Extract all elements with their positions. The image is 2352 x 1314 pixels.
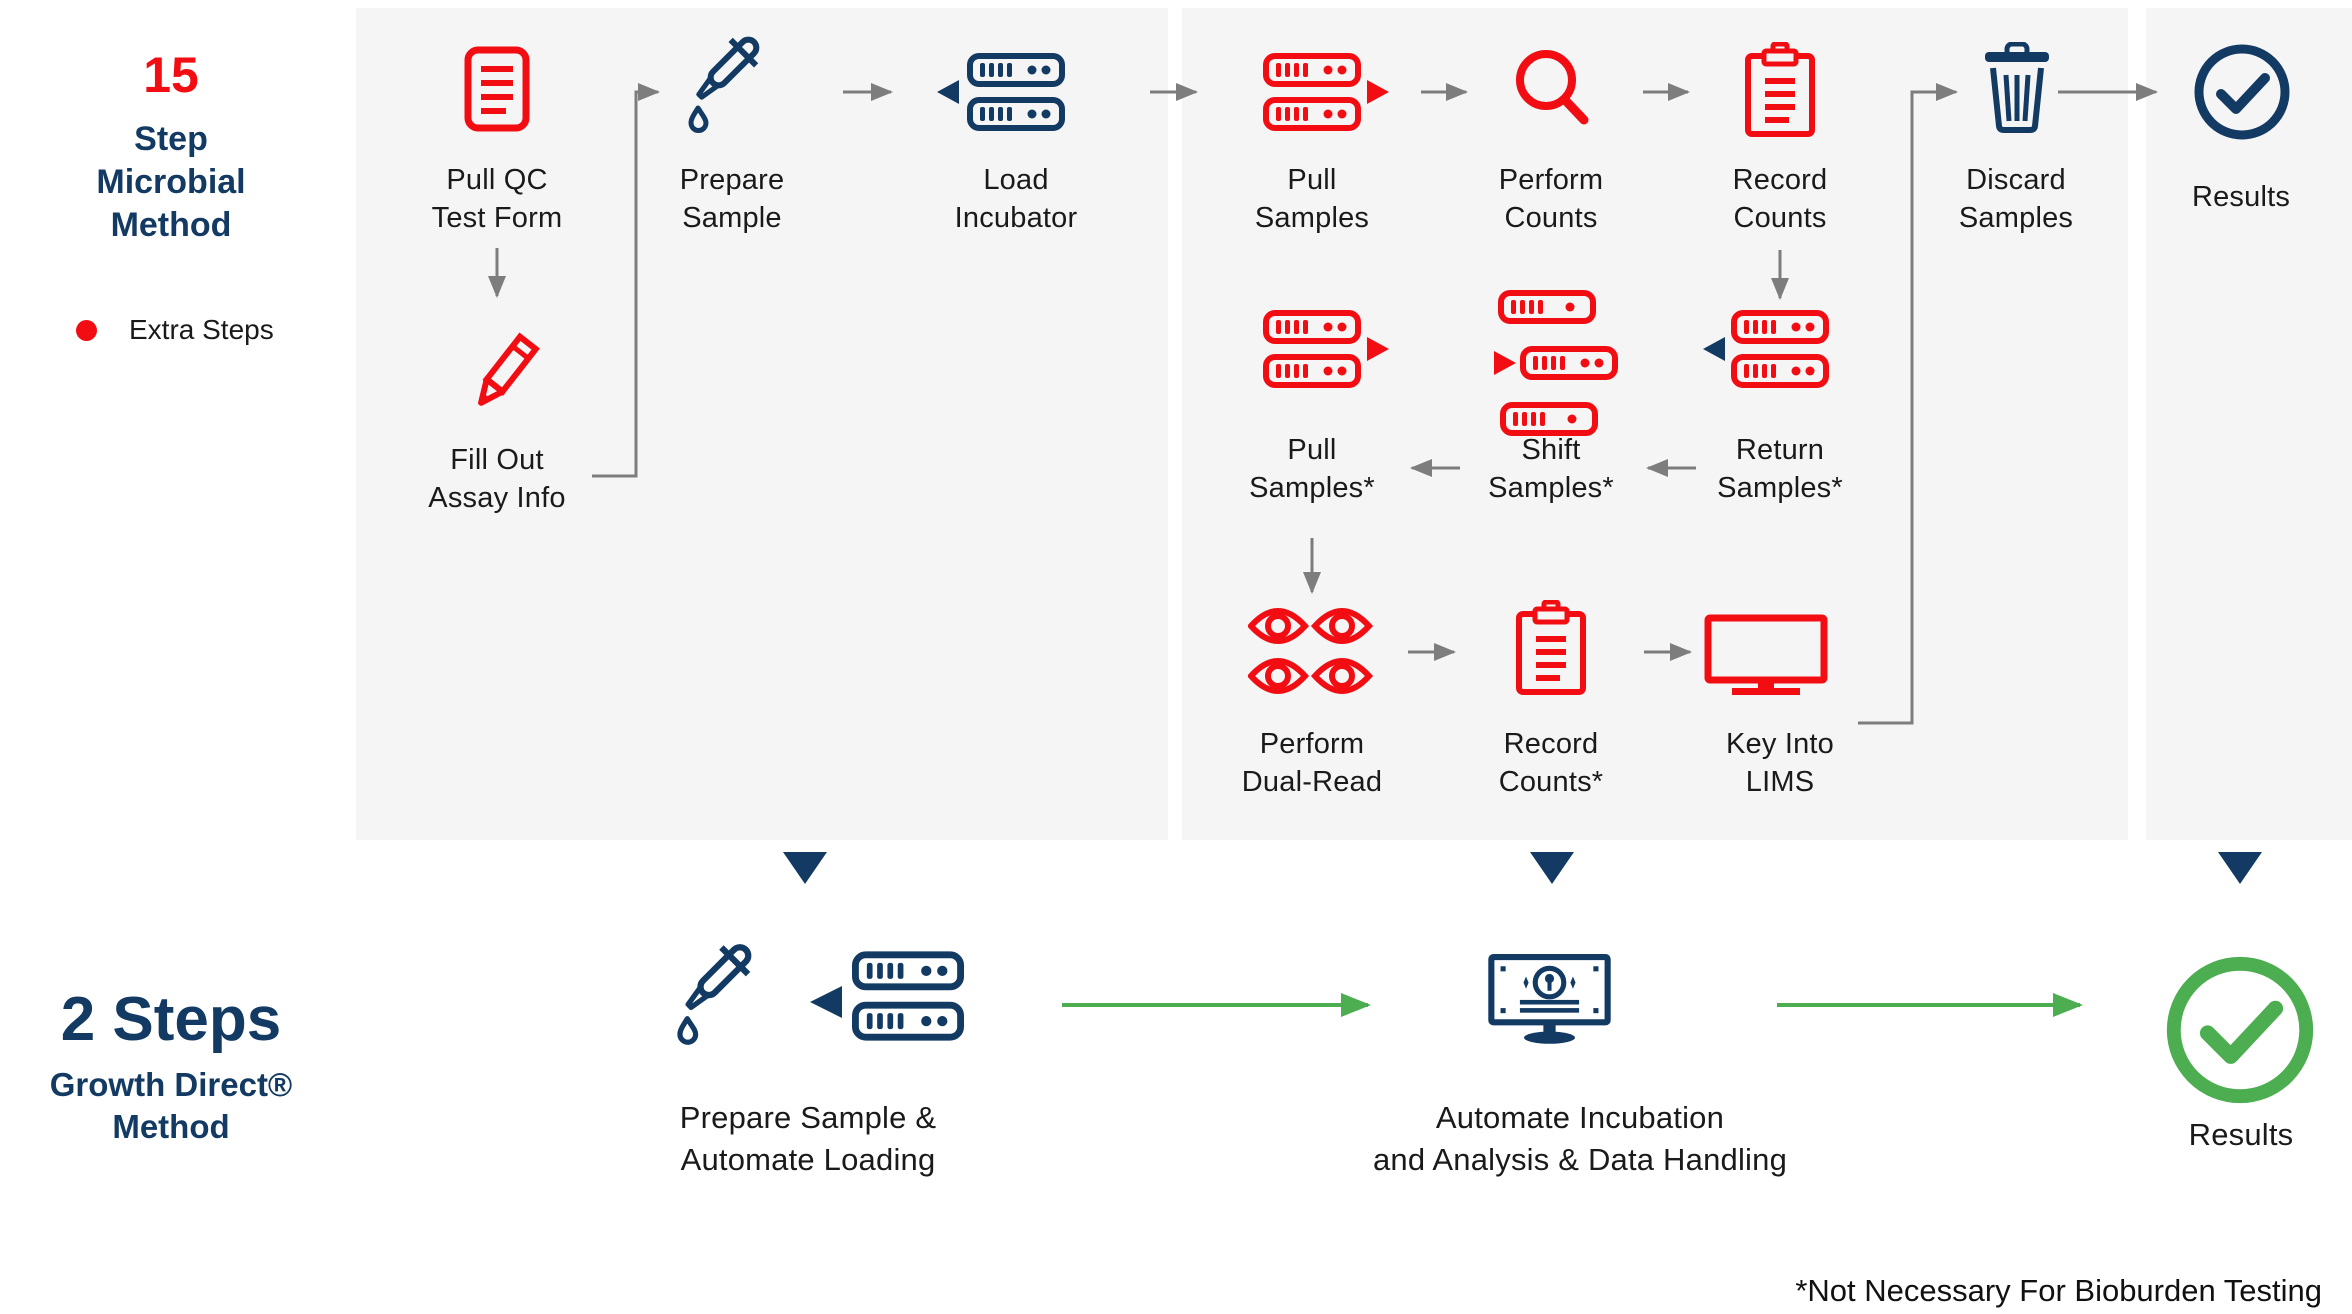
secure-monitor-icon <box>1487 953 1612 1055</box>
label-load-incubator: Load Incubator <box>954 164 1078 234</box>
dropper-icon <box>670 26 780 136</box>
extra-steps-label: Extra Steps <box>129 314 274 345</box>
method2-step-count: 2 Steps <box>60 985 282 1054</box>
magnifier-icon <box>1510 46 1594 134</box>
section-triangle-right-icon <box>2218 852 2262 884</box>
dual-read-eyes-icon <box>1248 604 1376 702</box>
label-pull-qc: Pull QC Test Form <box>431 164 563 234</box>
results-check-icon <box>2192 42 2292 142</box>
label-perform-counts: Perform Counts <box>1498 164 1604 234</box>
trash-icon <box>1980 42 2054 134</box>
label-fill-out: Fill Out Assay Info <box>428 444 566 514</box>
label-key-into-lims: Key Into LIMS <box>1726 728 1834 798</box>
panel-manual-middle <box>1182 8 2128 840</box>
label-results-bottom: Results <box>2188 1117 2294 1152</box>
label-pull-samples: Pull Samples <box>1254 164 1370 234</box>
label-step2: Automate Incubation and Analysis & Data … <box>1372 1100 1788 1177</box>
qc-test-form-icon <box>464 46 530 132</box>
panel-manual-right <box>2146 8 2352 840</box>
extra-steps-dot-icon <box>76 319 97 341</box>
incubator-trays-icon <box>967 53 1065 131</box>
label-results-top: Results <box>2191 181 2291 213</box>
label-return-samples: Return Samples* <box>1717 434 1843 504</box>
label-perform-dual-read: Perform Dual-Read <box>1241 728 1383 798</box>
extra-steps-legend: Extra Steps <box>76 314 274 346</box>
shift-samples-trays-icon <box>1488 290 1618 440</box>
section-triangle-left-icon <box>783 852 827 884</box>
pencil-icon <box>452 326 552 426</box>
method15-step-count: 15 <box>143 47 199 103</box>
footnote: *Not Necessary For Bioburden Testing <box>1795 1273 2322 1308</box>
tray-autoload-triangle-icon <box>810 986 842 1018</box>
label-record-counts2: Record Counts* <box>1498 728 1604 798</box>
label-pull-samples2: Pull Samples* <box>1249 434 1375 504</box>
dropper2-icon <box>658 933 773 1048</box>
section-triangle-middle-icon <box>1530 852 1574 884</box>
return-samples-trays-icon <box>1731 310 1829 388</box>
pull-samples2-trays-icon <box>1263 310 1361 388</box>
label-shift-samples: Shift Samples* <box>1488 434 1614 504</box>
panel-manual-left <box>356 8 1168 840</box>
label-record-counts: Record Counts <box>1732 164 1828 234</box>
label-discard-samples: Discard Samples <box>1958 164 2074 234</box>
label-step1: Prepare Sample & Automate Loading <box>679 1100 937 1177</box>
clipboard2-icon <box>1515 600 1587 696</box>
autoload-trays-icon <box>852 951 964 1041</box>
method15-title: Step Microbial Method <box>96 120 246 244</box>
label-prepare-sample: Prepare Sample <box>679 164 785 234</box>
pull-samples-trays-icon <box>1263 53 1361 131</box>
method2-title: Growth Direct® Method <box>49 1066 293 1145</box>
lims-monitor-icon <box>1704 614 1828 700</box>
clipboard-icon <box>1744 42 1816 138</box>
results-check-green-icon <box>2163 953 2317 1107</box>
